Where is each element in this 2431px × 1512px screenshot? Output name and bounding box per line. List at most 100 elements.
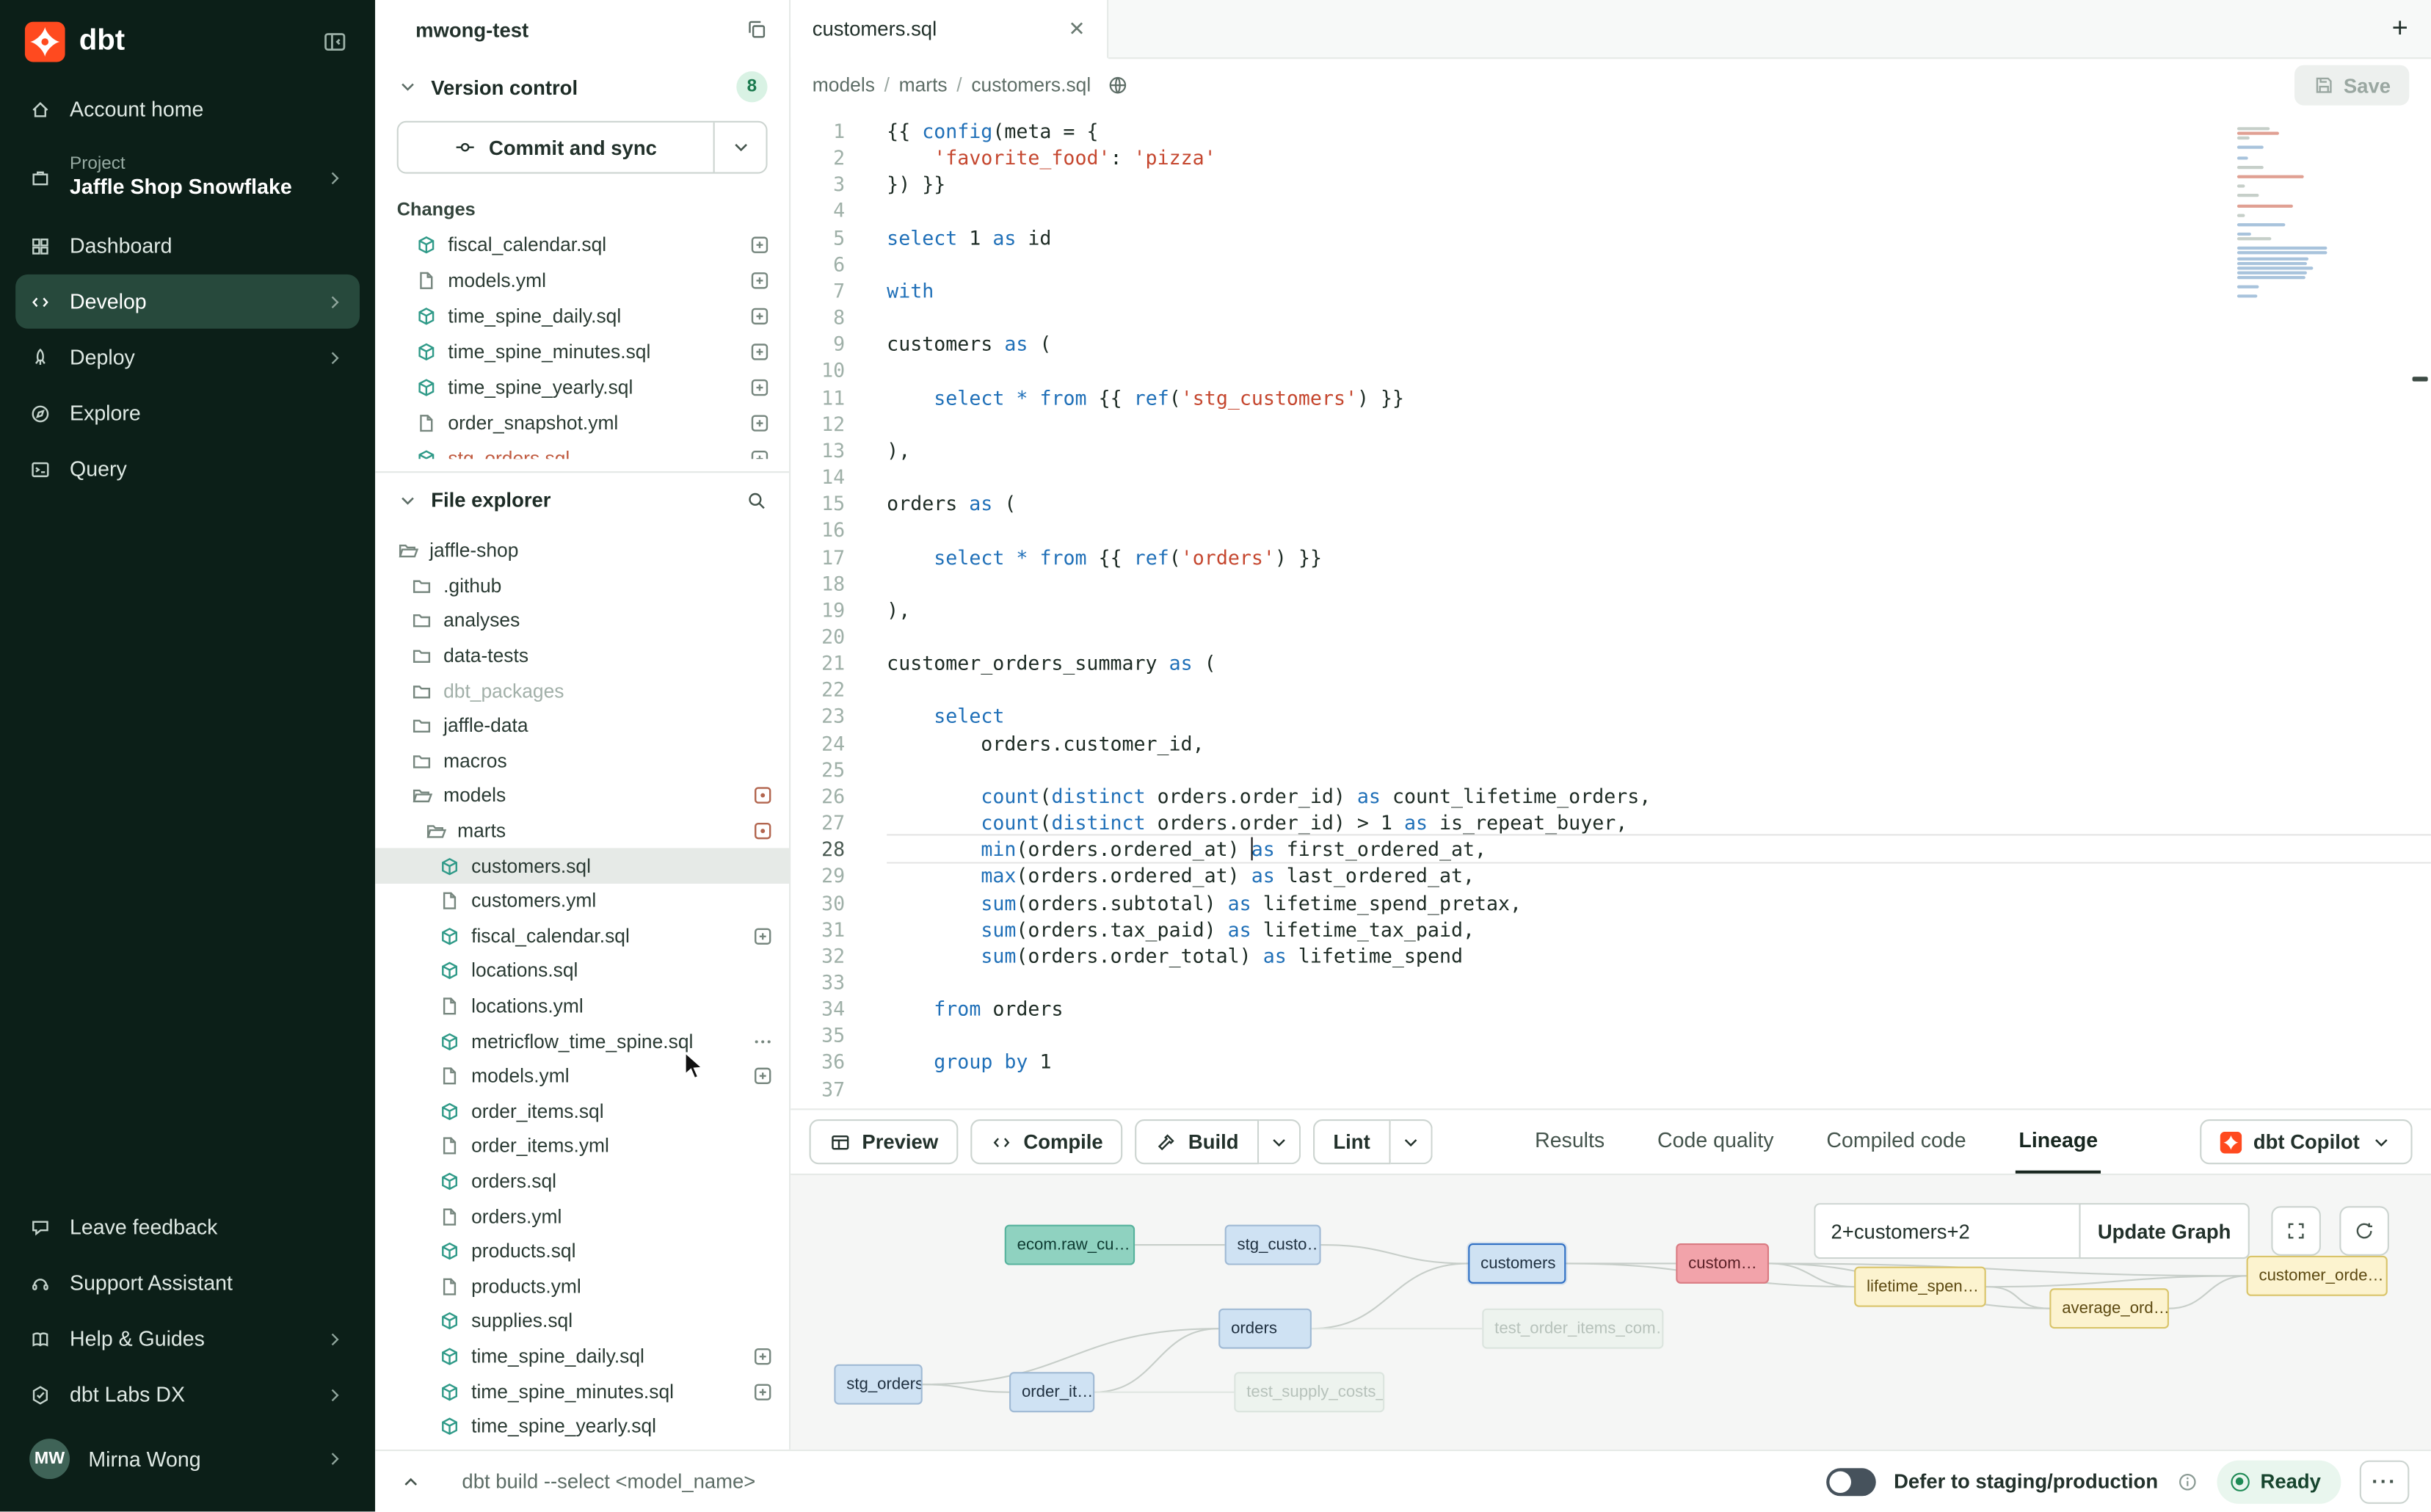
tab-results[interactable]: Results (1535, 1128, 1605, 1152)
tree-item-macros[interactable]: macros (375, 744, 789, 779)
new-tab-button[interactable]: + (2369, 0, 2430, 57)
plus-square-icon[interactable] (752, 1066, 774, 1088)
update-graph-button[interactable]: Update Graph (2079, 1203, 2250, 1260)
editor-code[interactable]: {{ config(meta = { 'favorite_food': 'piz… (859, 112, 2431, 1108)
sidebar-item-query[interactable]: Query (15, 443, 360, 497)
sidebar-item-deploy[interactable]: Deploy (15, 330, 360, 385)
plus-square-icon[interactable] (749, 269, 771, 291)
compile-button[interactable]: Compile (970, 1119, 1124, 1165)
lineage-node-custom[interactable]: custom… (1676, 1243, 1770, 1284)
sidebar-item-explore[interactable]: Explore (15, 386, 360, 440)
lineage-node-order_items[interactable]: order_it… (1009, 1372, 1095, 1413)
lineage-node-customer_orders[interactable]: customer_orde… (2246, 1255, 2388, 1296)
save-button[interactable]: Save (2294, 65, 2410, 106)
tree-item-supplies-sql[interactable]: supplies.sql (375, 1304, 789, 1339)
tree-item-jaffle-shop[interactable]: jaffle-shop (375, 534, 789, 569)
plus-square-icon[interactable] (752, 1345, 774, 1367)
tree-item-products-sql[interactable]: products.sql (375, 1234, 789, 1269)
lineage-node-stg_orders[interactable]: stg_orders (834, 1364, 923, 1405)
status-badge[interactable]: Ready (2217, 1459, 2341, 1503)
lineage-node-average[interactable]: average_ord… (2049, 1288, 2169, 1329)
plus-square-icon[interactable] (752, 926, 774, 948)
tab-compiled-code[interactable]: Compiled code (1826, 1128, 1966, 1152)
sidebar-item-help-guides[interactable]: Help & Guides (15, 1312, 360, 1366)
kebab-icon[interactable] (752, 1031, 774, 1053)
lineage-node-test_order[interactable]: test_order_items_com… (1482, 1308, 1664, 1349)
sidebar-item-dbt-labs-dx[interactable]: dbt Labs DX (15, 1367, 360, 1422)
commit-and-sync-button[interactable]: Commit and sync (398, 122, 713, 172)
breadcrumb-models[interactable]: models (812, 74, 875, 96)
tree-item-locations-sql[interactable]: locations.sql (375, 953, 789, 989)
plus-square-icon[interactable] (752, 1381, 774, 1403)
tree-item-time-spine-minutes-sql[interactable]: time_spine_minutes.sql (375, 1374, 789, 1409)
build-button[interactable]: Build (1135, 1119, 1260, 1165)
sidebar-item-develop[interactable]: Develop (15, 275, 360, 330)
lint-button[interactable]: Lint (1312, 1119, 1391, 1165)
tab-customers-sql[interactable]: customers.sql ✕ (791, 0, 1109, 59)
lineage-node-stg_customers[interactable]: stg_custo… (1224, 1224, 1321, 1265)
fullscreen-icon[interactable] (2271, 1206, 2321, 1256)
changed-file-time-spine-minutes-sql[interactable]: time_spine_minutes.sql (375, 333, 789, 369)
dot-square-icon[interactable] (752, 785, 774, 807)
tree-item-marts[interactable]: marts (375, 813, 789, 848)
tree-item-data-tests[interactable]: data-tests (375, 639, 789, 674)
tree-item-models-yml[interactable]: models.yml (375, 1058, 789, 1094)
tree-item-orders-sql[interactable]: orders.sql (375, 1164, 789, 1199)
changed-file-time-spine-yearly-sql[interactable]: time_spine_yearly.sql (375, 369, 789, 405)
tree-item-customers-yml[interactable]: customers.yml (375, 884, 789, 919)
tree-item-metricflow-time-spine-sql[interactable]: metricflow_time_spine.sql (375, 1024, 789, 1059)
more-options-button[interactable]: ··· (2359, 1459, 2410, 1503)
tab-code-quality[interactable]: Code quality (1657, 1128, 1774, 1152)
tree-item-locations-yml[interactable]: locations.yml (375, 989, 789, 1024)
plus-square-icon[interactable] (749, 376, 771, 398)
tab-lineage[interactable]: Lineage (2016, 1110, 2101, 1174)
tree-item-jaffle-data[interactable]: jaffle-data (375, 708, 789, 744)
editor-minimap[interactable] (2236, 127, 2333, 302)
breadcrumb-marts[interactable]: marts (898, 74, 948, 96)
commit-options-button[interactable] (713, 122, 766, 172)
chevron-up-icon[interactable] (397, 1467, 425, 1495)
tree-item-dbt-packages[interactable]: dbt_packages (375, 673, 789, 708)
dbt-copilot-button[interactable]: dbt Copilot (2201, 1119, 2413, 1165)
lineage-node-ecom[interactable]: ecom.raw_cu… (1004, 1224, 1135, 1265)
plus-square-icon[interactable] (749, 412, 771, 434)
lineage-node-customers[interactable]: customers (1468, 1243, 1566, 1284)
breadcrumb-file[interactable]: customers.sql (971, 74, 1091, 96)
changed-file-stg-orders-sql[interactable]: stg_orders.sql (375, 440, 789, 459)
tree-item-analyses[interactable]: analyses (375, 603, 789, 639)
tree-item-products-yml[interactable]: products.yml (375, 1269, 789, 1304)
file-explorer-header[interactable]: File explorer (375, 471, 790, 527)
changed-file-time-spine-daily-sql[interactable]: time_spine_daily.sql (375, 298, 789, 334)
sidebar-item-account-home[interactable]: Account home (15, 82, 360, 137)
lineage-selector-input[interactable] (1814, 1203, 2079, 1260)
sidebar-item-dashboard[interactable]: Dashboard (15, 219, 360, 273)
tree-item-time-spine-daily-sql[interactable]: time_spine_daily.sql (375, 1339, 789, 1374)
plus-square-icon[interactable] (749, 447, 771, 459)
tree-item--github[interactable]: .github (375, 568, 789, 603)
copy-icon[interactable] (746, 18, 768, 40)
tree-item-order-items-yml[interactable]: order_items.yml (375, 1129, 789, 1164)
version-control-header[interactable]: Version control 8 (375, 59, 789, 115)
tree-item-order-items-sql[interactable]: order_items.sql (375, 1094, 789, 1129)
tree-item-orders-yml[interactable]: orders.yml (375, 1199, 789, 1234)
defer-toggle[interactable] (1825, 1467, 1875, 1496)
preview-button[interactable]: Preview (809, 1119, 959, 1165)
command-input[interactable]: dbt build --select <model_name> (462, 1469, 756, 1494)
info-icon[interactable] (2176, 1470, 2198, 1492)
changed-file-fiscal-calendar-sql[interactable]: fiscal_calendar.sql (375, 226, 789, 262)
collapse-sidebar-button[interactable] (319, 26, 350, 57)
search-icon[interactable] (746, 489, 768, 511)
tree-item-fiscal-calendar-sql[interactable]: fiscal_calendar.sql (375, 919, 789, 954)
dot-square-icon[interactable] (752, 820, 774, 842)
sidebar-item-support-assistant[interactable]: Support Assistant (15, 1256, 360, 1310)
refresh-icon[interactable] (2339, 1206, 2389, 1256)
plus-square-icon[interactable] (749, 233, 771, 255)
plus-square-icon[interactable] (749, 305, 771, 327)
tree-item-time-spine-yearly-sql[interactable]: time_spine_yearly.sql (375, 1409, 789, 1444)
tree-item-customers-sql[interactable]: customers.sql (375, 848, 790, 884)
dbt-brand[interactable]: dbt (24, 21, 125, 62)
changed-file-order-snapshot-yml[interactable]: order_snapshot.yml (375, 404, 789, 440)
lineage-node-orders[interactable]: orders (1218, 1308, 1312, 1349)
close-tab-icon[interactable]: ✕ (1068, 17, 1086, 40)
